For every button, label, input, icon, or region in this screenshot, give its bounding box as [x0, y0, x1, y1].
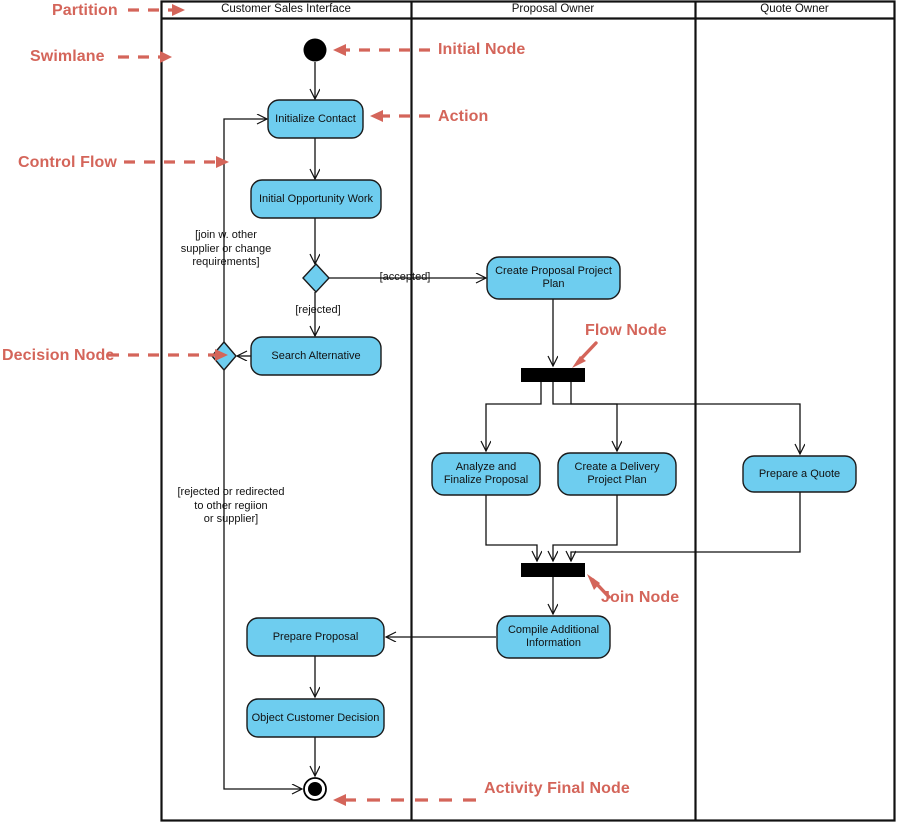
node-label-prepare-a-quote: Prepare a Quote	[758, 467, 841, 480]
node-label-create-a-delivery-project-plan: Create a Delivery Project Plan	[574, 461, 660, 486]
node-create-proposal-project-plan[interactable]	[486, 256, 621, 300]
control-flow-edges	[223, 62, 800, 789]
node-label-compile-additional-information: Compile Additional Information	[507, 624, 600, 649]
annotation-join-node: Join Node	[601, 589, 680, 606]
annotation-initial-node: Initial Node	[438, 41, 526, 58]
node-label-initialize-contact: Initialize Contact	[275, 112, 356, 125]
annotation-short-pointers	[572, 341, 611, 599]
annotation-arrowheads	[160, 4, 383, 806]
annotation-decision-node: Decision Node	[2, 347, 115, 364]
node-prepare-proposal[interactable]	[246, 617, 385, 657]
swimlane-frame	[160, 0, 896, 822]
node-join-node[interactable]	[521, 563, 585, 577]
node-decision-accept[interactable]	[302, 262, 330, 294]
annotation-swimlane: Swimlane	[30, 48, 105, 65]
node-create-a-delivery-project-plan[interactable]	[557, 452, 677, 496]
node-analyze-and-finalize-proposal[interactable]	[431, 452, 541, 496]
node-label-prepare-proposal: Prepare Proposal	[272, 630, 359, 643]
annotation-partition: Partition	[52, 2, 118, 19]
node-label-analyze-and-finalize-proposal: Analyze and Finalize Proposal	[443, 461, 529, 486]
annotation-control-flow: Control Flow	[18, 154, 117, 171]
node-initial-node[interactable]	[303, 38, 327, 62]
guard-join-with-other-supplier: [join w. other supplier or change requir…	[180, 229, 272, 268]
node-object-customer-decision[interactable]	[246, 698, 385, 738]
node-label-create-proposal-project-plan: Create Proposal Project Plan	[495, 265, 612, 290]
guard-rejected: [rejected]	[295, 304, 341, 316]
annotation-activity-final-node: Activity Final Node	[484, 780, 630, 797]
lane-title-proposal-owner: Proposal Owner	[511, 3, 595, 15]
guard-accepted: [accepted]	[379, 271, 431, 283]
node-initial-opportunity-work[interactable]	[250, 179, 382, 219]
guard-rejected-or-redirected: [rejected or redirected to other regiion…	[177, 486, 285, 525]
node-search-alternative[interactable]	[250, 336, 382, 376]
lane-title-quote-owner: Quote Owner	[760, 3, 829, 15]
annotation-action: Action	[438, 108, 489, 125]
node-label-initial-opportunity-work: Initial Opportunity Work	[258, 192, 374, 205]
node-label-search-alternative: Search Alternative	[271, 349, 361, 362]
node-fork-node[interactable]	[521, 368, 585, 382]
node-activity-final-node[interactable]	[303, 777, 327, 801]
node-prepare-a-quote[interactable]	[742, 455, 857, 493]
lane-title-customer-sales-interface: Customer Sales Interface	[221, 3, 351, 15]
node-initialize-contact[interactable]	[267, 99, 364, 139]
annotation-flow-node: Flow Node	[585, 322, 667, 339]
node-label-object-customer-decision: Object Customer Decision	[251, 711, 380, 724]
node-compile-additional-information[interactable]	[496, 615, 611, 659]
